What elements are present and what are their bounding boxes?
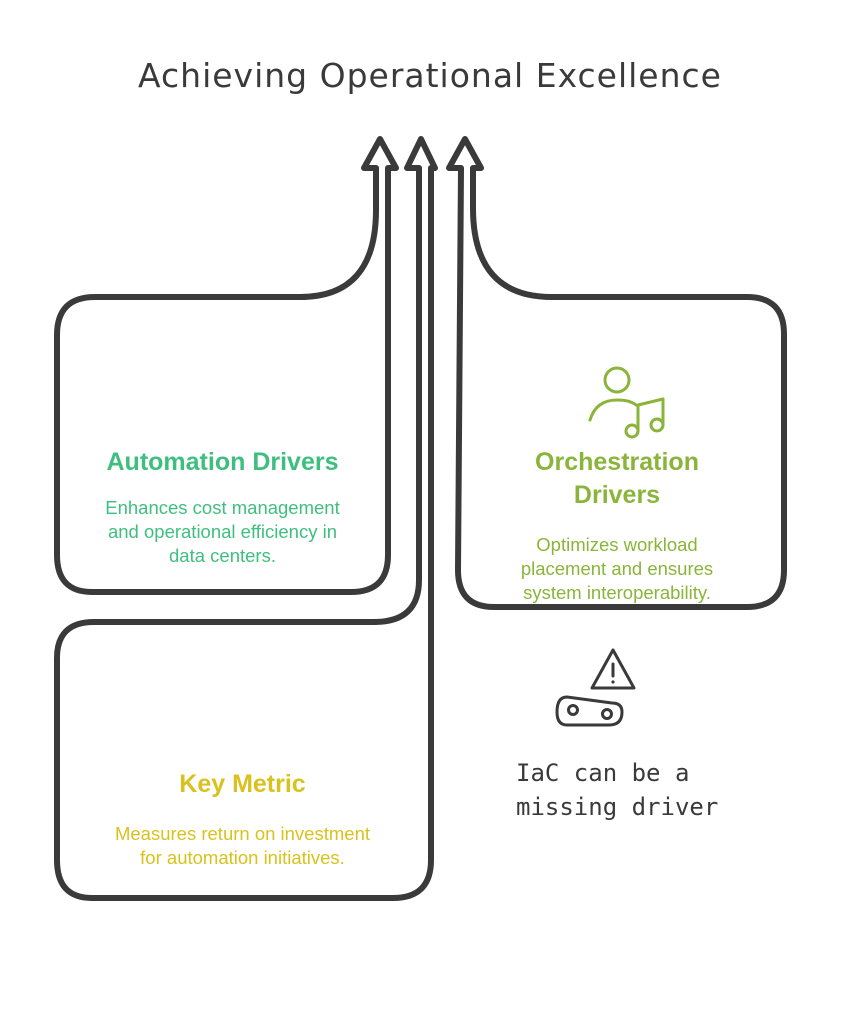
missing-driver-note: IaC can be a missing driver (516, 759, 719, 821)
orchestration-drivers-flow (446, 136, 787, 610)
orchestration-drivers-description: Optimizes workload placement and ensures… (520, 534, 714, 603)
person-music-icon (588, 366, 665, 439)
warning-icon (590, 648, 636, 690)
automation-drivers-description: Enhances cost management and operational… (105, 497, 340, 566)
orchestration-drivers-title: Orchestration Drivers (535, 448, 699, 509)
conveyor-icon (555, 695, 624, 727)
key-metric-title: Key Metric (179, 770, 306, 798)
automation-drivers-flow (54, 136, 399, 595)
diagram-title: Achieving Operational Excellence (138, 56, 722, 95)
automation-drivers-title: Automation Drivers (106, 448, 339, 476)
key-metric-description: Measures return on investment for automa… (114, 823, 370, 868)
key-metric-flow (54, 136, 438, 901)
